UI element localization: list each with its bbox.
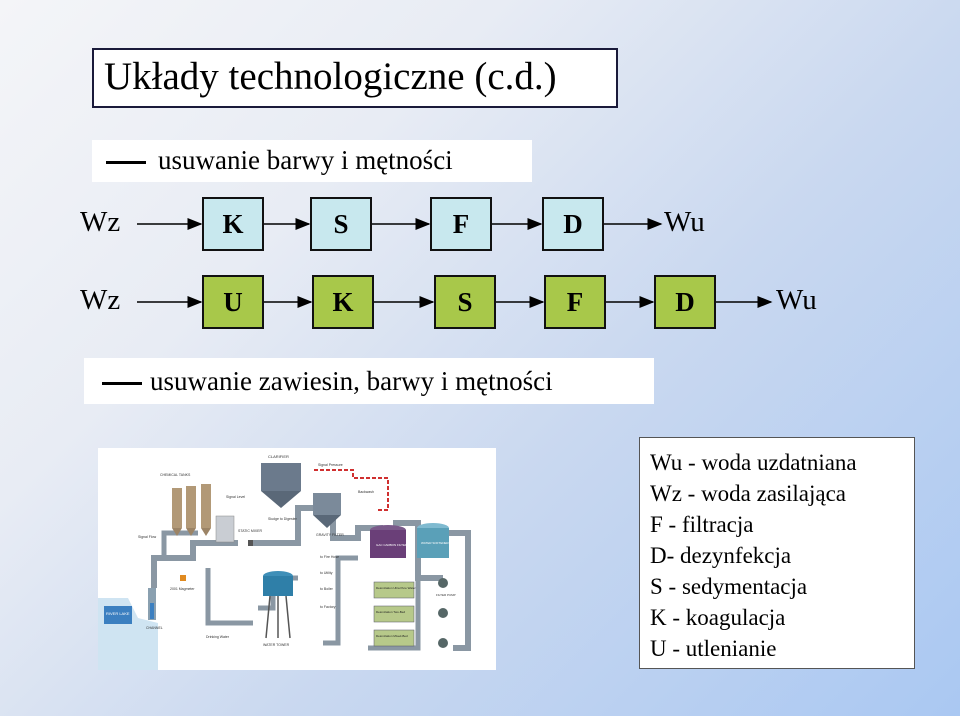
- row2-box-u: U: [202, 275, 264, 329]
- svg-text:Deionization Two-Bed: Deionization Two-Bed: [376, 610, 405, 614]
- row1-box-k: K: [202, 197, 264, 251]
- gravity-filter: GRAVITY FILTER: [313, 493, 344, 537]
- definition-k: K - koagulacja: [650, 605, 786, 630]
- title-box: Układy technologiczne (c.d.): [92, 48, 618, 108]
- svg-text:to Utility: to Utility: [320, 571, 333, 575]
- row2-start: Wz: [80, 284, 121, 316]
- row1-box-d: D: [542, 197, 604, 251]
- legend-top: usuwanie barwy i mętności: [92, 140, 532, 182]
- row2-box-k: K: [312, 275, 374, 329]
- svg-text:2001 Magmeter: 2001 Magmeter: [170, 587, 195, 591]
- legend-top-text: usuwanie barwy i mętności: [158, 145, 453, 175]
- row1-start: Wz: [80, 206, 121, 238]
- legend-bottom-text: usuwanie zawiesin, barwy i mętności: [150, 366, 553, 396]
- svg-text:to Boiler: to Boiler: [320, 587, 334, 591]
- water-softener: WATER SOFTENER: [417, 523, 450, 558]
- legend-bottom: usuwanie zawiesin, barwy i mętności: [84, 358, 654, 404]
- definition-wu: Wu - woda uzdatniana: [650, 450, 857, 475]
- svg-text:STATIC MIXER: STATIC MIXER: [238, 529, 262, 533]
- svg-text:CHEMICAL TANKS: CHEMICAL TANKS: [160, 473, 191, 477]
- svg-text:Signal Pressure: Signal Pressure: [318, 463, 343, 467]
- svg-text:Drinking Water: Drinking Water: [206, 635, 230, 639]
- definitions-box: Wu - woda uzdatniana Wz - woda zasilając…: [639, 437, 915, 669]
- row2-box-s: S: [434, 275, 496, 329]
- legend-bottom-line: [102, 382, 142, 385]
- svg-text:GRAVITY FILTER: GRAVITY FILTER: [316, 533, 344, 537]
- page-title: Układy technologiczne (c.d.): [104, 55, 557, 98]
- svg-text:to Factory: to Factory: [320, 605, 336, 609]
- row1-box-f: F: [430, 197, 492, 251]
- definition-s: S - sedymentacja: [650, 574, 808, 599]
- svg-text:to Fire Hose: to Fire Hose: [320, 555, 339, 559]
- treatment-plant-schematic: RIVER LAKE CHANNEL CHEMICAL TANKS STATIC…: [98, 448, 496, 670]
- svg-text:Backwash: Backwash: [358, 490, 374, 494]
- svg-text:Sludge to Digester: Sludge to Digester: [268, 517, 298, 521]
- definition-u: U - utlenianie: [650, 636, 777, 661]
- svg-text:CHANNEL: CHANNEL: [146, 626, 163, 630]
- svg-text:FILTER PUMP: FILTER PUMP: [436, 593, 456, 597]
- water-tower: WATER TOWER: [263, 571, 293, 647]
- row2-end: Wu: [776, 284, 817, 316]
- carbon-filter: GAC CARBON FILTER: [370, 525, 408, 558]
- row2-box-f: F: [544, 275, 606, 329]
- clarifier: CLARIFIER Sludge to Digester: [261, 454, 301, 521]
- definition-f: F - filtracja: [650, 512, 754, 537]
- svg-text:CLARIFIER: CLARIFIER: [268, 454, 289, 459]
- definition-d: D- dezynfekcja: [650, 543, 792, 568]
- intake-water: [104, 606, 132, 624]
- svg-text:RIVER LAKE: RIVER LAKE: [106, 611, 130, 616]
- svg-text:WATER TOWER: WATER TOWER: [263, 643, 290, 647]
- svg-text:Deionization Mixed-Bed: Deionization Mixed-Bed: [376, 634, 408, 638]
- svg-text:Signal Flow: Signal Flow: [138, 535, 157, 539]
- row1-end: Wu: [664, 206, 705, 238]
- definition-wz: Wz - woda zasilająca: [650, 481, 847, 506]
- chemical-tanks: CHEMICAL TANKS: [160, 473, 211, 536]
- svg-text:WATER SOFTENER: WATER SOFTENER: [421, 541, 450, 545]
- svg-text:Signal Level: Signal Level: [226, 495, 245, 499]
- svg-text:GAC CARBON FILTER: GAC CARBON FILTER: [376, 543, 408, 547]
- row1-box-s: S: [310, 197, 372, 251]
- flow-arrows: [137, 218, 773, 308]
- svg-text:Deionization Ultra Pure Water: Deionization Ultra Pure Water: [376, 586, 416, 590]
- legend-top-line: [106, 161, 146, 164]
- row2-box-d: D: [654, 275, 716, 329]
